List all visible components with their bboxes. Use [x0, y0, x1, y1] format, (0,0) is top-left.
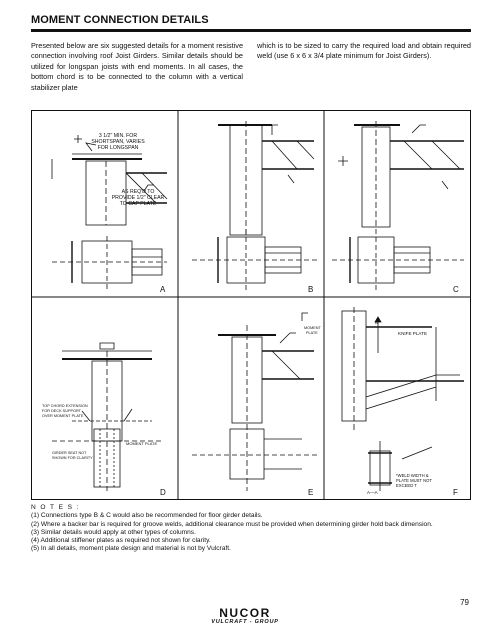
note-item: (3) Similar details would apply at other…: [31, 528, 196, 536]
logo-name: NUCOR: [219, 606, 271, 620]
detail-a-note-2-line-3: TO CAP PLATE: [120, 201, 157, 207]
intro-paragraph-left: Presented below are six suggested detail…: [31, 41, 243, 92]
details-drawing: 3 1/2" MIN. FOR SHORTSPAN, VARIES FOR LO…: [32, 111, 470, 499]
girder-seat-note-line-2: SHOWN FOR CLARITY: [52, 456, 93, 460]
detail-d-drawing: [52, 342, 162, 491]
detail-d-label: D: [160, 488, 166, 497]
detail-c-elevation: [338, 121, 464, 228]
detail-a-elevation: [51, 135, 168, 226]
notes-section: N O T E S : (1) Connections type B & C w…: [31, 504, 481, 554]
notes-title: N O T E S :: [31, 504, 80, 511]
intro-paragraph-right: which is to be sized to carry the requir…: [257, 41, 471, 61]
page-header: MOMENT CONNECTION DETAILS: [31, 14, 471, 32]
detail-a-note-2-line-1: AS REQ'D TO: [122, 189, 155, 195]
detail-a-note-1-line-2: SHORTSPAN, VARIES: [91, 139, 145, 145]
top-chord-note-line-2: FOR DECK SUPPORT: [42, 409, 82, 413]
logo-subtitle: VULCRAFT - GROUP: [211, 619, 279, 625]
knife-plate-label: KNIFE PLATE: [398, 331, 427, 336]
header-rule: [31, 29, 471, 32]
section-aa-label: A—A: [367, 490, 379, 495]
girder-seat-note-line-1: GIRDER SEAT NOT: [52, 451, 87, 455]
weld-note-line-2: PLATE MUST NOT: [396, 478, 432, 483]
top-chord-note-line-1: TOP CHORD EXTENSION: [42, 404, 88, 408]
page-title: MOMENT CONNECTION DETAILS: [31, 14, 209, 26]
top-chord-note-line-3: OVER MOMENT PLATE: [42, 414, 84, 418]
detail-a-note-1-line-3: FOR LONGSPAN: [98, 145, 139, 151]
detail-c-plan: [332, 229, 464, 291]
detail-f-label: F: [453, 488, 458, 497]
detail-d-moment-plate-label: MOMENT PLATE: [126, 441, 158, 446]
detail-e-moment-plate-line-1: MOMENT: [304, 326, 322, 330]
nucor-logo: NUCOR VULCRAFT - GROUP: [205, 607, 285, 626]
detail-b-plan: [192, 229, 317, 291]
moment-connection-details-figure: 3 1/2" MIN. FOR SHORTSPAN, VARIES FOR LO…: [31, 110, 471, 500]
detail-f-drawing: [341, 307, 464, 491]
section-cut-label: A: [375, 320, 378, 325]
detail-a-label: A: [160, 285, 166, 294]
weld-note-line-3: EXCEED T: [396, 483, 417, 488]
detail-a-plan: [52, 236, 167, 291]
note-item: (4) Additional stiffener plates as requi…: [31, 537, 211, 545]
detail-c-label: C: [453, 285, 459, 294]
intro-text: Presented below are six suggested detail…: [31, 41, 471, 93]
detail-e-label: E: [308, 488, 313, 497]
page-number: 79: [460, 598, 469, 607]
detail-e-drawing: [192, 312, 317, 491]
detail-a-note-1-line-1: 3 1/2" MIN. FOR: [99, 133, 137, 139]
note-item: (1) Connections type B & C would also be…: [31, 512, 263, 520]
detail-b-elevation: [218, 121, 315, 236]
note-item: (2) Where a backer bar is required for g…: [31, 520, 433, 528]
weld-note-line-1: *WELD WIDTH &: [396, 473, 429, 478]
detail-b-label: B: [308, 285, 313, 294]
detail-e-moment-plate-line-2: PLATE: [306, 331, 318, 335]
note-item: (5) In all details, moment plate design …: [31, 545, 231, 553]
detail-a-note-2-line-2: PROVIDE 1/2" CLEAR: [112, 195, 165, 201]
